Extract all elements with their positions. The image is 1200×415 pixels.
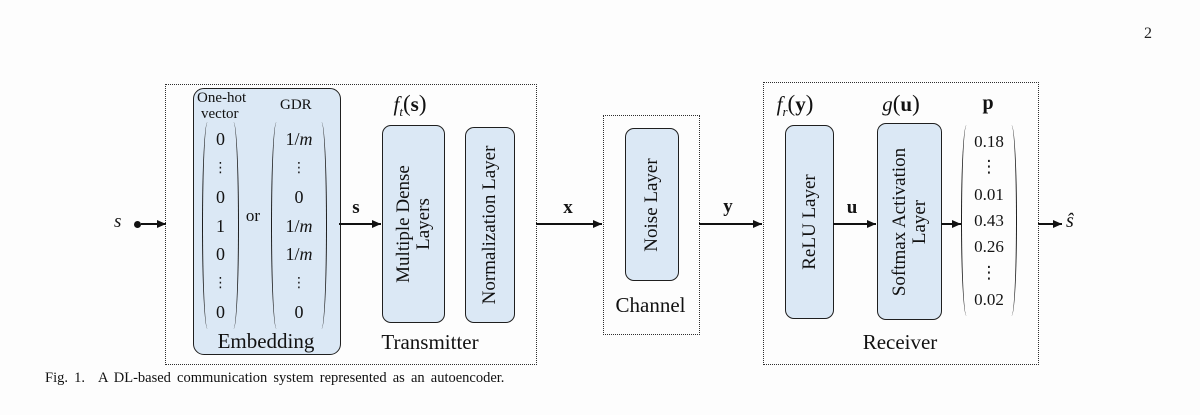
multiple-dense-layers-label: Multiple Dense Layers [392, 165, 434, 283]
right-paren [1006, 125, 1017, 316]
input-signal-label: s [114, 211, 122, 232]
softmax-layer-label: Softmax Activation Layer [888, 147, 930, 296]
vector-entry: 0.26 [974, 237, 1004, 257]
or-label: or [245, 206, 261, 225]
x-signal-label: x [563, 197, 573, 218]
output-signal-label: ŝ [1066, 210, 1074, 232]
vector-entry: 0 [216, 186, 225, 207]
receiver-g-function-label: g(u) [882, 91, 920, 116]
u-signal-label: u [846, 197, 858, 218]
vector-entry: 0.43 [974, 210, 1004, 230]
figure-caption: Fig. 1. A DL-based communication system r… [45, 370, 504, 387]
relu-layer-label: ReLU Layer [798, 174, 820, 270]
onehot-title-line2: vector [201, 106, 239, 122]
output-arrow [1038, 223, 1062, 225]
vector-entry: ⋮ [980, 262, 998, 283]
receiver-f-function-label: fr(y) [776, 91, 814, 120]
vector-entry: ⋮ [213, 160, 228, 177]
channel-dashed-box [603, 115, 700, 335]
figure-caption-number: Fig. 1. [45, 370, 85, 386]
input-dot [134, 221, 141, 228]
vector-entry: ⋮ [292, 160, 306, 177]
multiple-dense-layers-box: Multiple Dense Layers [382, 125, 445, 323]
vector-entry: ⋮ [292, 274, 306, 291]
transmitter-label: Transmitter [381, 330, 479, 354]
vector-entry: 0 [294, 186, 304, 207]
p-label: p [982, 92, 994, 114]
probability-vector: 0.18 ⋮ 0.01 0.43 0.26 ⋮ 0.02 [961, 125, 1017, 316]
vector-entry: 0 [294, 301, 304, 322]
input-arrow [141, 223, 166, 225]
vector-entry: 1/m [285, 129, 313, 150]
gdr-title: GDR [280, 97, 312, 113]
vector-entry: 0 [216, 244, 225, 265]
vector-entry: 0 [216, 301, 225, 322]
right-paren [228, 122, 239, 329]
softmax-layer-box: Softmax Activation Layer [877, 123, 942, 320]
left-paren [961, 125, 972, 316]
vector-entry: 1 [216, 215, 225, 236]
s-signal-label: s [352, 197, 360, 218]
figure-caption-text: A DL-based communication system represen… [97, 370, 505, 386]
x-arrow [536, 223, 602, 225]
onehot-vector: 0 ⋮ 0 1 0 ⋮ 0 [202, 122, 239, 329]
right-paren [316, 122, 327, 329]
relu-layer-box: ReLU Layer [785, 125, 834, 319]
noise-layer-label: Noise Layer [640, 157, 662, 252]
left-paren [271, 122, 282, 329]
vector-entry: 1/m [285, 215, 313, 236]
normalization-layer-box: Normalization Layer [465, 127, 515, 323]
receiver-label: Receiver [862, 330, 938, 354]
vector-entry: 1/m [285, 244, 313, 265]
s-arrow [339, 223, 381, 225]
transmitter-function-label: ft(s) [393, 91, 427, 120]
vector-entry: 0.02 [974, 290, 1004, 310]
gdr-vector: 1/m ⋮ 0 1/m 1/m ⋮ 0 [271, 122, 327, 329]
y-signal-label: y [723, 196, 733, 217]
vector-entry: ⋮ [980, 157, 998, 178]
normalization-layer-label: Normalization Layer [478, 145, 500, 305]
vector-entry: 0.01 [974, 184, 1004, 204]
vector-entry: 0 [216, 129, 225, 150]
y-arrow [699, 223, 762, 225]
softmax-to-p-arrow [941, 223, 961, 225]
onehot-title-line1: One-hot [197, 90, 247, 106]
channel-label: Channel [615, 293, 686, 317]
u-arrow [833, 223, 876, 225]
page-number: 2 [1144, 25, 1152, 42]
left-paren [202, 122, 213, 329]
vector-entry: 0.18 [974, 131, 1004, 151]
embedding-label: Embedding [217, 329, 315, 353]
vector-entry: ⋮ [213, 274, 228, 291]
noise-layer-box: Noise Layer [625, 128, 679, 281]
